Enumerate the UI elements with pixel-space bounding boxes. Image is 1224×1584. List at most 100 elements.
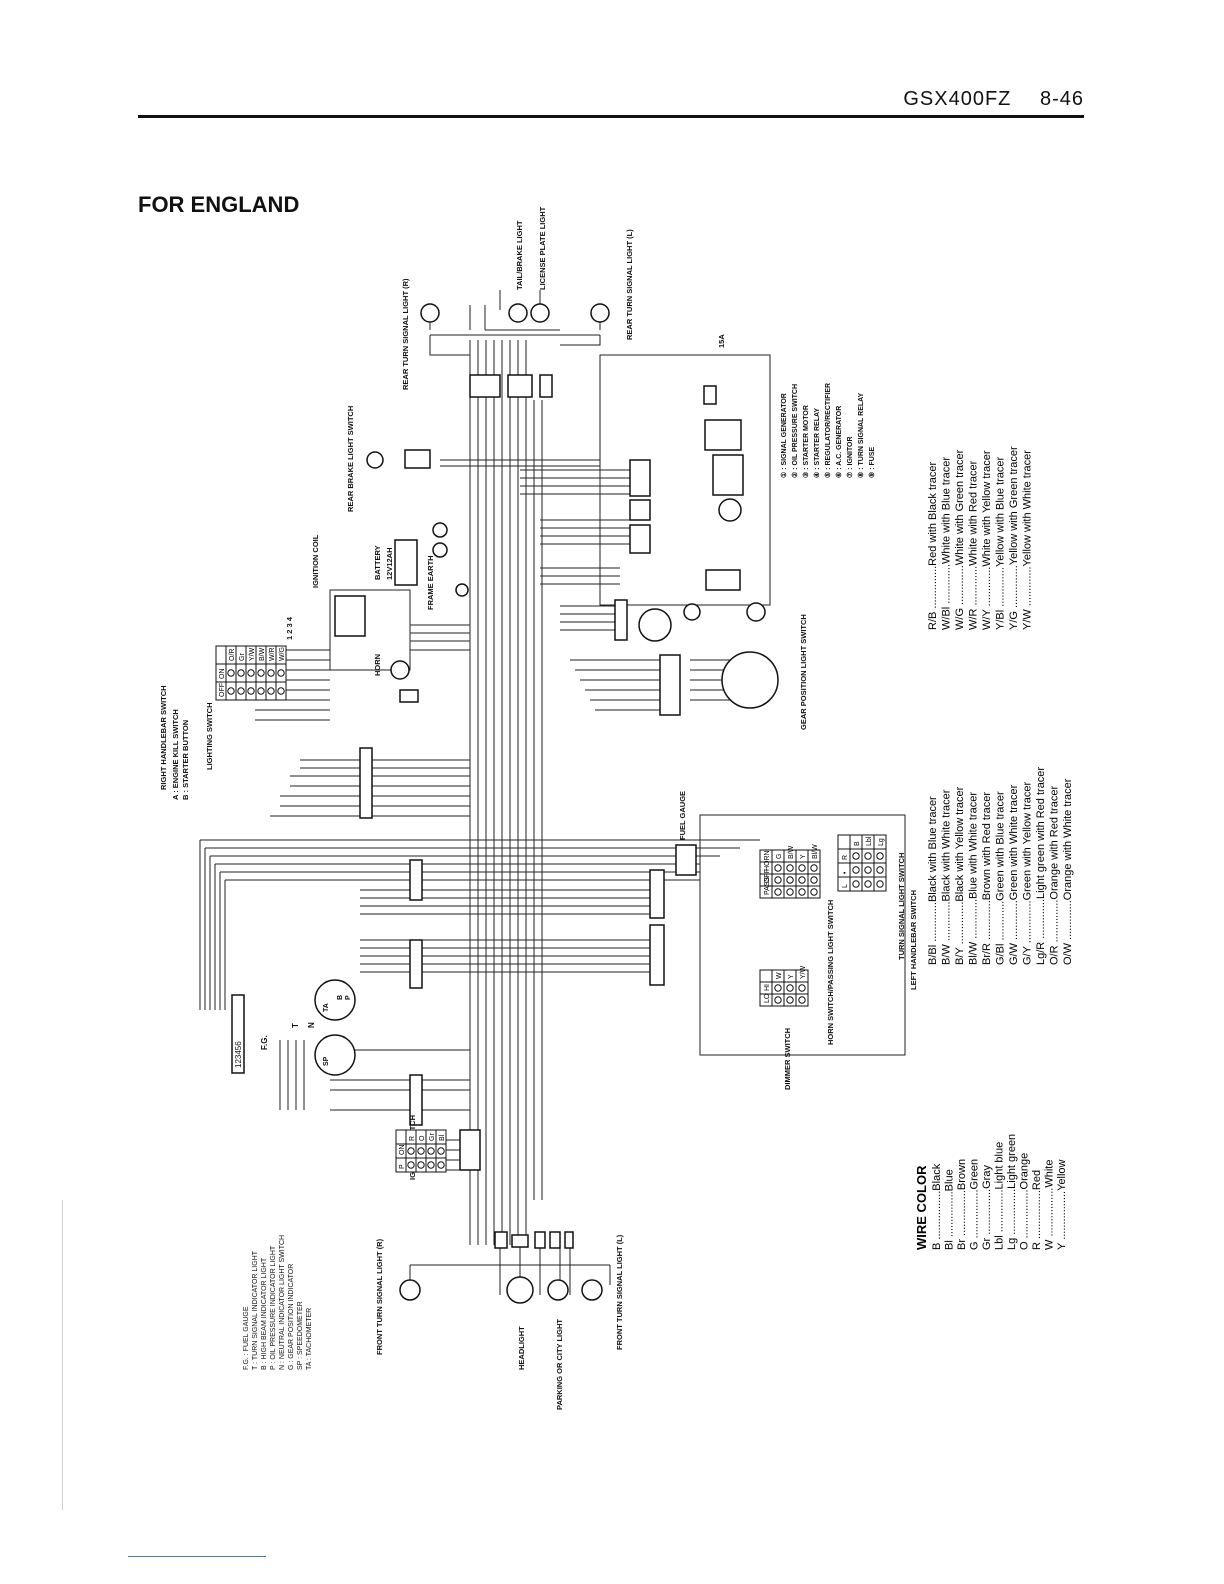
signal-generator: [638, 608, 672, 642]
horn-switch-table-col-label: Y: [800, 854, 807, 859]
starter-relay: [705, 569, 741, 591]
starter-motor: [746, 602, 766, 622]
horn-switch-table-contact: [774, 876, 782, 884]
ignition-coil-body: [334, 595, 366, 637]
front-turn-l-bulb: [581, 1279, 603, 1301]
ignition-switch-table-contact: [417, 1147, 425, 1155]
meter-legend-item-4: P : OIL PRESSURE INDICATOR LIGHT: [270, 1245, 277, 1370]
model-code: GSX400FZ: [903, 88, 1012, 110]
wire-color-basic-11: Y ................Yellow: [1056, 1159, 1068, 1250]
turn-switch-table-contact: [852, 852, 860, 860]
wire-color-tracer1-3: B/Y ..............Black with Yellow trac…: [954, 786, 966, 965]
label-turn-signal-switch: TURN SIGNAL LIGHT SWITCH: [897, 853, 906, 960]
lighting-switch-table-contact: [257, 687, 265, 695]
turn-switch-table-contact: [876, 866, 884, 874]
wire-color-basic-1: B ................Black: [931, 1163, 943, 1250]
label-engine-kill: A : ENGINE KILL SWITCH: [171, 709, 180, 800]
wire-color-basic-9: R ................Red: [1031, 1170, 1043, 1250]
component-item-9: ⑨ : FUSE: [868, 447, 876, 478]
oil-pressure-switch: [683, 603, 701, 621]
dimmer-switch-table-col-label: Y/W: [800, 965, 807, 979]
fuel-gauge-connector: [231, 994, 245, 1074]
label-battery-rating: 12V12AH: [385, 547, 394, 580]
headlight-bulb: [506, 1276, 534, 1304]
ignition-switch-table-contact: [417, 1161, 425, 1169]
wire-color-basic-8: O ................Orange: [1019, 1153, 1031, 1250]
label-ignition-coil: IGNITION COIL: [311, 534, 320, 588]
meter-letter-t: T: [291, 1023, 300, 1028]
meter-letter-ta: TA: [323, 1003, 330, 1012]
horn-switch-table-contact: [786, 876, 794, 884]
wire-color-basic-7: Lg ...............Light green: [1006, 1134, 1018, 1250]
ignition-switch-table-contact: [437, 1161, 445, 1169]
dimmer-switch-table-contact: [798, 984, 806, 992]
horn-switch-table-contact: [810, 864, 818, 872]
component-item-8: ⑧ : TURN SIGNAL RELAY: [857, 392, 865, 478]
turn-switch-table-col-label: Lg: [878, 838, 885, 846]
label-fuse-rating: 15A: [717, 334, 726, 348]
turn-switch-table-col-label: B: [854, 841, 861, 846]
meter-letter-n: N: [307, 1022, 316, 1028]
header-rule: [138, 115, 1084, 118]
wire-color-tracer2-8: Y/W .............Yellow with White trace…: [1022, 450, 1034, 630]
lighting-switch-table-contact: [237, 669, 245, 677]
lighting-switch-table-contact: [277, 669, 285, 677]
dimmer-switch-table-contact: [786, 996, 794, 1004]
turn-switch-table-contact: [876, 852, 884, 860]
label-rear-turn-r: REAR TURN SIGNAL LIGHT (R): [401, 278, 410, 390]
lighting-switch-table-contact: [227, 669, 235, 677]
horn-switch-table-row-label: HORN: [764, 850, 771, 871]
horn-switch-table-col-label: B/W: [788, 845, 795, 859]
turn-switch-table-contact: [864, 852, 872, 860]
label-headlight: HEADLIGHT: [517, 1326, 526, 1370]
wire-color-tracer1-10: O/R ..............Orange with Red tracer: [1049, 786, 1061, 965]
lighting-switch-table-contact: [257, 669, 265, 677]
ignition-switch-table-contact: [407, 1161, 415, 1169]
label-gear-position-switch: GEAR POSITION LIGHT SWITCH: [799, 614, 808, 730]
page-header: GSX400FZ 8-46: [881, 88, 1084, 111]
horn-switch-table-contact: [810, 888, 818, 896]
label-ignition-coil-pins: 1 2 3 4: [285, 616, 294, 640]
meter-letter-sp: SP: [323, 1056, 330, 1066]
meter-legend-item-8: TA : TACHOMETER: [306, 1308, 313, 1370]
rear-turn-r-bulb: [420, 303, 440, 323]
wire-color-tracer2-4: W/R .............White with Red tracer: [968, 460, 980, 630]
dimmer-switch-table-contact: [786, 984, 794, 992]
component-item-5: ⑤ : REGULATOR/RECTIFIER: [824, 383, 832, 478]
lighting-switch-table-contact: [247, 669, 255, 677]
wire-color-tracer2-5: W/Y .............White with Yellow trace…: [981, 450, 993, 630]
lighting-switch-table-contact: [267, 687, 275, 695]
wire-color-tracer1-9: Lg/R .............Light green with Red t…: [1035, 767, 1047, 965]
round-components: [314, 303, 779, 1304]
page-title: FOR ENGLAND: [138, 192, 300, 217]
wire-color-tracer2-2: W/Bl .............White with Blue tracer: [941, 457, 953, 630]
turn-switch-table-contact: [876, 880, 884, 888]
lighting-switch-table-contact: [227, 687, 235, 695]
tachometer-dial: [314, 979, 356, 1021]
horn-switch-table-col-label: Bl/W: [812, 844, 819, 859]
label-front-turn-l: FRONT TURN SIGNAL LIGHT (L): [615, 1234, 624, 1350]
label-tail-brake: TAIL/BRAKE LIGHT: [515, 220, 524, 290]
meter-legend-item-3: B : HIGH BEAM INDICATOR LIGHT: [261, 1257, 268, 1370]
wire-color-title: WIRE COLOR: [914, 1165, 929, 1250]
component-item-3: ③ : STARTER MOTOR: [802, 405, 810, 478]
wire-harness: [199, 290, 906, 1295]
label-lighting-switch: LIGHTING SWITCH: [205, 703, 214, 771]
tail-brake-bulb: [508, 303, 528, 323]
meter-legend-item-7: SP : SPEEDOMETER: [297, 1301, 304, 1370]
turn-switch-table-row-label: •: [842, 871, 849, 874]
turn-switch-table-contact: [852, 880, 860, 888]
label-rear-brake-switch: REAR BRAKE LIGHT SWITCH: [346, 406, 355, 512]
wire-color-basic-6: Lbl ..............Light blue: [994, 1142, 1006, 1250]
wire-color-tracer1-11: O/W .............Orange with White trace…: [1062, 778, 1074, 965]
dimmer-switch-table-contact: [798, 996, 806, 1004]
wire-color-tracer1-2: B/W .............Black with White tracer: [941, 789, 953, 965]
lighting-switch-table-col-label: O/R: [229, 649, 236, 661]
lighting-switch-table-row-label: ON: [219, 669, 226, 680]
label-license-plate: LICENSE PLATE LIGHT: [538, 206, 547, 290]
